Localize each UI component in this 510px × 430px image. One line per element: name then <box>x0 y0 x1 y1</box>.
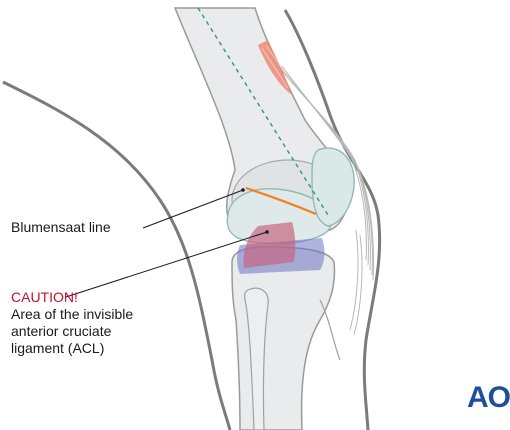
acl-description-line: ligament (ACL) <box>11 340 104 357</box>
anterior-skin-outline <box>3 82 230 430</box>
acl-description-line: anterior cruciate <box>11 323 111 340</box>
tibia <box>232 247 334 430</box>
blumensaat-leader-dot <box>241 188 245 192</box>
ao-logo: AO <box>467 381 510 415</box>
caution-title: CAUTION! <box>11 289 78 306</box>
acl-description-line: Area of the invisible <box>11 306 133 323</box>
patella <box>312 148 354 226</box>
blumensaat-line-label: Blumensaat line <box>11 219 111 236</box>
acl-leader-dot <box>265 230 269 234</box>
